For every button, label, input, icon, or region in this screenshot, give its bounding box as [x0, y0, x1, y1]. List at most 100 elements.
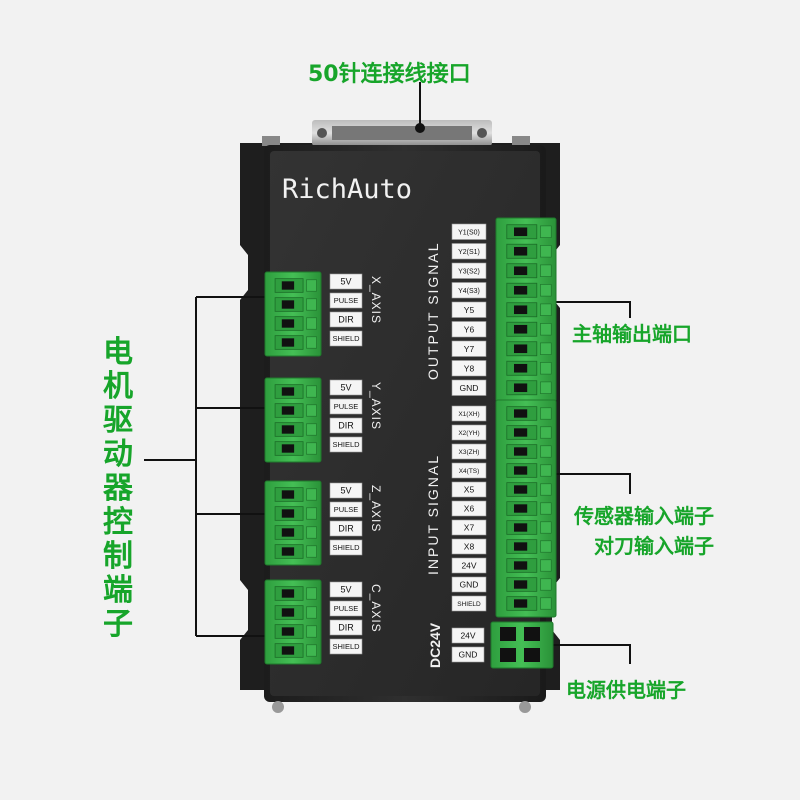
input-pin-label: X7: [464, 523, 475, 533]
axis-pin-label: SHIELD: [332, 642, 360, 651]
axis-terminal-block-latch: [306, 423, 317, 436]
axis-title: C_AXIS: [369, 584, 383, 633]
axis-pin-label-box: [329, 273, 363, 290]
input-terminal-block-latch: [540, 483, 552, 496]
power-screw-hole: [500, 627, 516, 641]
input-terminal-block-latch: [540, 521, 552, 534]
input-terminal-block-latch: [540, 597, 552, 610]
axis-pin-label: SHIELD: [332, 543, 360, 552]
annotation-char: 制: [103, 539, 133, 574]
input-pin-label-box: [451, 462, 487, 479]
output-pin-label: Y5: [464, 305, 475, 315]
axis-pin-label-box: [329, 520, 363, 537]
output-signal-title: OUTPUT SIGNAL: [425, 241, 441, 380]
input-pin-label: X8: [464, 542, 475, 552]
annotation-spindle-output: 主轴输出端口: [572, 322, 692, 346]
output-terminal-block-latch: [540, 284, 552, 297]
axis-terminal-block-latch: [306, 442, 317, 455]
output-pin-label-box: [451, 243, 487, 260]
input-terminal-block-screw-hole: [514, 466, 528, 475]
input-terminal-block-screw-hole: [514, 447, 528, 456]
output-terminal-block-latch: [540, 303, 552, 316]
axis-pin-label-box: [329, 436, 363, 453]
axis-terminal-block-latch: [306, 279, 317, 292]
axis-pin-label-box: [329, 638, 363, 655]
power-pin-label-box: [451, 627, 485, 644]
axis-pin-label: SHIELD: [332, 440, 360, 449]
axis-terminal-block-latch: [306, 488, 317, 501]
output-pin-label-box: [451, 379, 487, 396]
input-signal-title: INPUT SIGNAL: [425, 454, 441, 575]
input-pin-label-box: [451, 595, 487, 612]
axis-pin-label: DIR: [338, 315, 354, 325]
axis-terminal-block-housing: [264, 271, 322, 357]
brand-logo: RichAuto: [282, 174, 412, 205]
axis-terminal-block-screw-hole: [281, 444, 295, 453]
axis-pin-label: PULSE: [334, 296, 359, 305]
input-terminal-block-latch: [540, 426, 552, 439]
axis-terminal-block-screw-hole: [281, 319, 295, 328]
annotation-tool-sensor-input: 对刀输入端子: [594, 534, 714, 558]
axis-terminal-block-latch: [306, 545, 317, 558]
output-pin-label-box: [451, 301, 487, 318]
annotation-char: 电: [103, 335, 133, 370]
output-terminal-block-latch: [540, 362, 552, 375]
input-pin-label-box: [451, 576, 487, 593]
axis-terminal-block-latch: [306, 385, 317, 398]
power-screw-hole: [524, 648, 540, 662]
input-terminal-block-screw-hole: [514, 561, 528, 570]
axis-pin-label-box: [329, 539, 363, 556]
output-terminal-block-screw-hole: [514, 363, 528, 373]
annotation-char: 子: [103, 607, 133, 642]
annotation-char: 端: [103, 573, 133, 608]
output-terminal-block-screw-hole: [514, 383, 528, 393]
axis-title: X_AXIS: [369, 276, 383, 324]
axis-terminal-block-latch: [306, 298, 317, 311]
axis-pin-label-box: [329, 311, 363, 328]
axis-terminal-block-latch: [306, 587, 317, 600]
annotation-sensor-input: 传感器输入端子: [574, 504, 714, 528]
axis-terminal-block-screw-hole: [281, 589, 295, 598]
output-signal-group: Y1(S0)Y2(S1)Y3(S2)Y4(S3)Y5Y6Y7Y8GNDOUTPU…: [425, 217, 557, 402]
axis-pin-label-box: [329, 379, 363, 396]
axis-terminal-block-housing: [264, 579, 322, 665]
output-pin-label-box: [451, 282, 487, 299]
input-pin-label-box: [451, 500, 487, 517]
power-screw-hole: [524, 627, 540, 641]
output-pin-label: Y4(S3): [458, 288, 480, 295]
axis-pin-label-box: [329, 581, 363, 598]
axis-pin-label-box: [329, 292, 363, 309]
annotation-connector: 50针连接线接口: [308, 62, 471, 87]
output-terminal-block-latch: [540, 264, 552, 277]
output-pin-label: Y6: [464, 324, 475, 334]
axis-terminal-block-screw-hole: [281, 338, 295, 347]
input-terminal-block-screw-hole: [514, 580, 528, 589]
axis-terminal-block-latch: [306, 404, 317, 417]
output-pin-label-box: [451, 262, 487, 279]
annotation-power-supply: 电源供电端子: [566, 678, 686, 702]
axis-terminal-block-latch: [306, 507, 317, 520]
axis-terminal-block-latch: [306, 526, 317, 539]
output-terminal-block-screw-hole: [514, 227, 528, 237]
input-terminal-block: [495, 399, 557, 618]
axis-pin-label-box: [329, 398, 363, 415]
output-pin-label: Y8: [464, 363, 475, 373]
axis-terminal-block-screw-hole: [281, 608, 295, 617]
axis-terminal-block: [264, 271, 322, 357]
axis-pin-label-box: [329, 619, 363, 636]
axis-pin-label-box: [329, 501, 363, 518]
input-terminal-block-screw-hole: [514, 504, 528, 513]
input-terminal-block-screw-hole: [514, 599, 528, 608]
power-pin-label: GND: [459, 650, 478, 660]
output-pin-label: Y1(S0): [458, 229, 480, 236]
axis-pin-label: 5V: [340, 277, 351, 287]
axis-terminal-block-screw-hole: [281, 509, 295, 518]
input-terminal-block-screw-hole: [514, 428, 528, 437]
axis-pin-label: PULSE: [334, 604, 359, 613]
axis-pin-label: DIR: [338, 421, 354, 431]
power-terminal-block: [490, 621, 554, 669]
input-terminal-block-screw-hole: [514, 542, 528, 551]
axis-terminal-block: [264, 377, 322, 463]
